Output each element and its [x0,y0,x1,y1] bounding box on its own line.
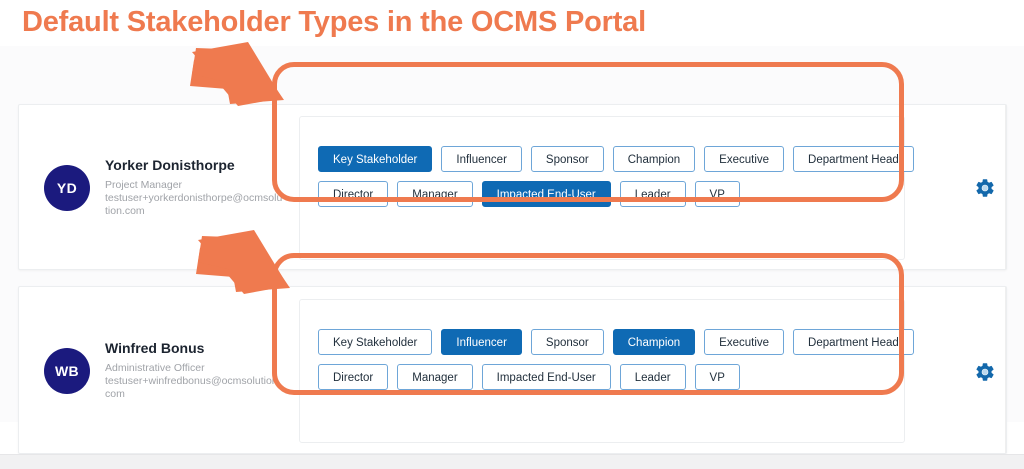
stakeholder-type-chip[interactable]: Influencer [441,146,522,172]
page-surface: YD Yorker Donisthorpe Project Manager te… [0,46,1024,469]
stakeholder-type-chip[interactable]: Executive [704,329,785,355]
stakeholder-type-chip[interactable]: VP [694,181,740,207]
page-bottom-strip [0,454,1024,469]
person-email: testuser+yorkerdonisthorpe@ocmsolution.c… [105,192,283,217]
stakeholder-type-chip[interactable]: Department Head [793,146,914,172]
stakeholder-type-chip[interactable]: Influencer [441,329,522,355]
stakeholder-type-chip[interactable]: Champion [612,146,696,172]
stakeholder-type-chip[interactable]: Impacted End-User [481,364,611,390]
person-name: Winfred Bonus [105,340,205,356]
page-title: Default Stakeholder Types in the OCMS Po… [22,6,646,38]
stakeholder-type-chip-group: Key Stakeholder Influencer Sponsor Champ… [318,146,914,216]
stakeholder-type-chip[interactable]: Leader [619,181,686,207]
stakeholder-type-panel: Key Stakeholder Influencer Sponsor Champ… [299,116,914,260]
stakeholder-type-chip[interactable]: Champion [612,329,696,355]
stakeholder-type-chip[interactable]: Impacted End-User [481,181,611,207]
person-identity: Winfred Bonus Administrative Officer tes… [105,340,285,401]
card-right-divider [1005,287,1006,453]
chip-row: Key Stakeholder Influencer Sponsor Champ… [318,146,914,172]
card-right-divider [1005,105,1006,269]
stakeholder-type-panel: Key Stakeholder Influencer Sponsor Champ… [299,299,914,443]
person-name: Yorker Donisthorpe [105,157,235,173]
chip-row: Key Stakeholder Influencer Sponsor Champ… [318,329,914,355]
stakeholder-type-chip[interactable]: Manager [397,364,473,390]
stakeholder-type-chip[interactable]: Leader [619,364,686,390]
gear-icon[interactable] [974,361,996,383]
chip-row: Director Manager Impacted End-User Leade… [318,364,888,390]
stakeholder-type-chip[interactable]: Director [318,181,389,207]
stakeholder-type-chip[interactable]: Key Stakeholder [318,146,433,172]
stakeholder-type-chip[interactable]: Key Stakeholder [318,329,433,355]
stakeholder-type-chip[interactable]: Department Head [793,329,914,355]
avatar: YD [44,165,90,211]
stakeholder-type-chip[interactable]: VP [694,364,740,390]
person-role: Project Manager [105,179,183,191]
chip-row: Director Manager Impacted End-User Leade… [318,181,888,207]
stakeholder-type-chip[interactable]: Executive [704,146,785,172]
avatar: WB [44,348,90,394]
stakeholder-card: YD Yorker Donisthorpe Project Manager te… [18,104,1007,270]
stakeholder-type-chip[interactable]: Sponsor [530,146,604,172]
stakeholder-type-chip-group: Key Stakeholder Influencer Sponsor Champ… [318,329,914,399]
person-role: Administrative Officer [105,362,205,374]
stakeholder-type-chip[interactable]: Sponsor [530,329,604,355]
person-email: testuser+winfredbonus@ocmsolution.com [105,375,281,400]
stakeholder-card: WB Winfred Bonus Administrative Officer … [18,286,1007,454]
stakeholder-type-chip[interactable]: Manager [397,181,473,207]
person-identity: Yorker Donisthorpe Project Manager testu… [105,157,285,218]
gear-icon[interactable] [974,177,996,199]
stakeholder-type-chip[interactable]: Director [318,364,389,390]
